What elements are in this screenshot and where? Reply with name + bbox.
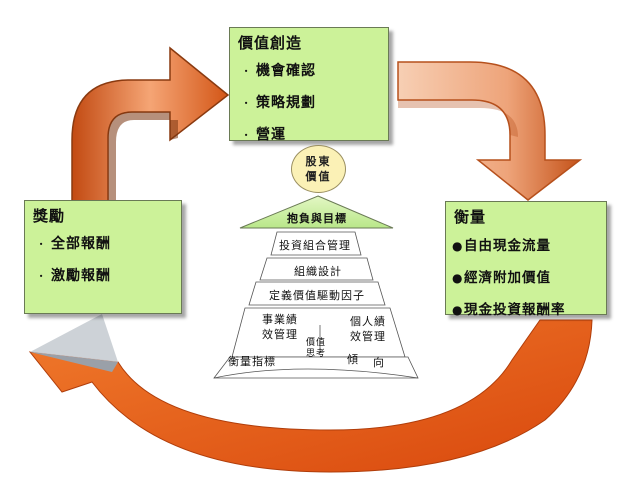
value-creation-title: 價值創造	[238, 34, 303, 52]
bullet-dot-icon: ●	[452, 303, 464, 317]
measure-item: ●經濟附加價值	[452, 270, 551, 286]
pyramid-personal-performance: 個人績 效管理	[350, 315, 386, 343]
pyramid-tendency-2: 向	[373, 356, 385, 369]
pyramid-body	[213, 231, 419, 379]
value-creation-item: ·策略規劃	[244, 95, 316, 111]
reward-title: 獎勵	[33, 207, 66, 225]
arrow-reward-to-value	[71, 46, 230, 208]
shareholder-value-circle: 股東 價值	[291, 145, 346, 193]
arrow-value-to-measure	[397, 61, 583, 201]
pyramid-level-value-drivers: 定義價值驅動因子	[269, 289, 365, 302]
measure-item: ●現金投資報酬率	[452, 302, 566, 318]
pyramid-tendency-1: 傾	[347, 353, 359, 366]
bullet-dot-icon: ●	[452, 271, 464, 285]
pyramid-level-organization: 組織設計	[294, 265, 342, 278]
reward-item: ·全部報酬	[39, 236, 111, 252]
bullet: ·	[39, 269, 45, 283]
bullet: ·	[244, 96, 250, 110]
value-creation-box: 價值創造 ·機會確認 ·策略規劃 ·營運	[229, 27, 389, 143]
pyramid-level-portfolio: 投資組合管理	[279, 239, 351, 252]
measure-title: 衡量	[454, 208, 487, 226]
bullet: ·	[244, 128, 250, 142]
pyramid-apex-label: 抱負與目標	[287, 212, 347, 225]
reward-item: ·激勵報酬	[39, 268, 111, 284]
reward-box: 獎勵 ·全部報酬 ·激勵報酬	[24, 200, 182, 314]
value-creation-item: ·營運	[244, 127, 286, 143]
measure-item: ●自由現金流量	[452, 238, 551, 254]
pyramid-value-mindset: 價值 思考	[306, 338, 327, 359]
bullet: ·	[39, 237, 45, 251]
value-creation-item: ·機會確認	[244, 63, 316, 79]
bullet-dot-icon: ●	[452, 239, 464, 253]
pyramid-base-measures: 衡量指標	[228, 355, 276, 368]
bullet: ·	[244, 64, 250, 78]
pyramid-business-performance: 事業績 效管理	[262, 313, 298, 341]
arrow-measure-to-reward	[28, 314, 593, 473]
pyramid-apex	[239, 195, 394, 229]
measure-box: 衡量 ●自由現金流量 ●經濟附加價值 ●現金投資報酬率	[445, 201, 607, 318]
